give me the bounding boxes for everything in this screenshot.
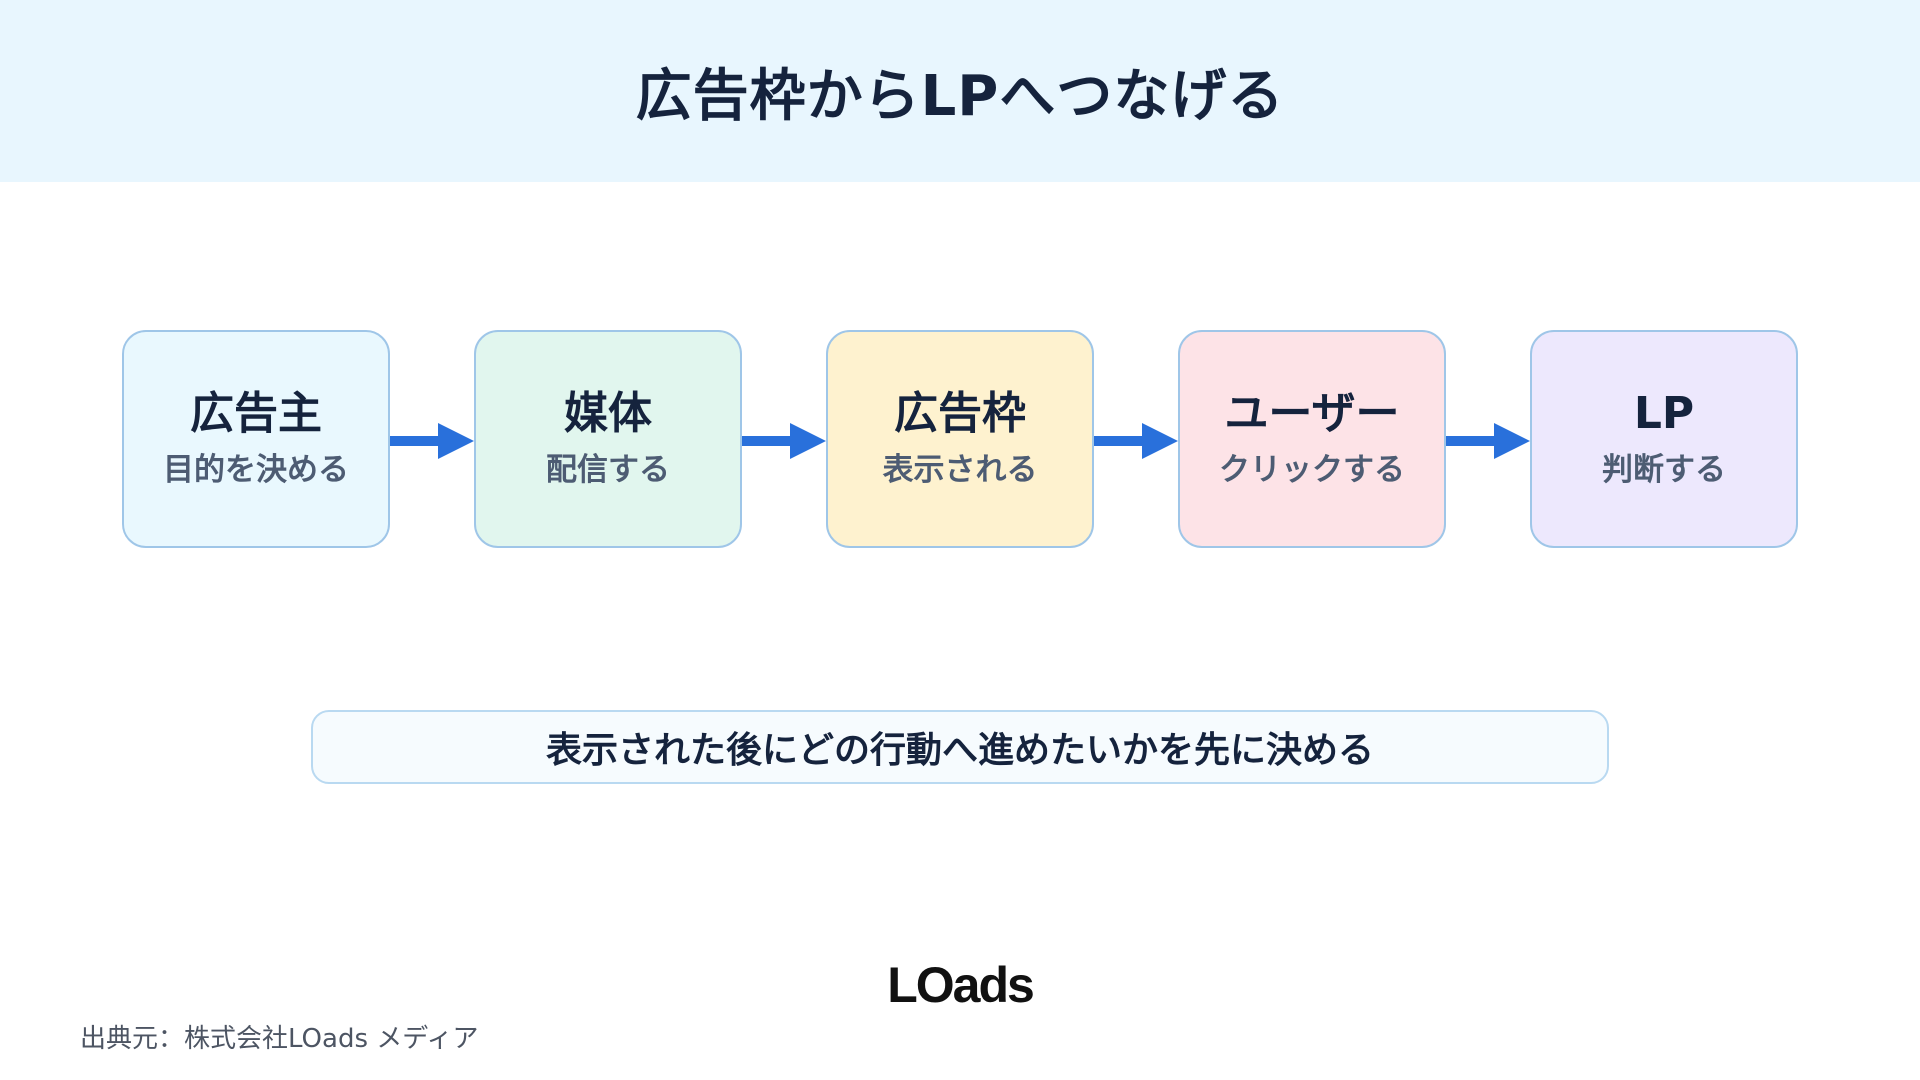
step-subtitle: 表示される [882, 451, 1038, 488]
flow-step-ad-slot: 広告枠 表示される [826, 330, 1094, 548]
key-point-text: 表示された後にどの行動へ進めたいかを先に決める [545, 730, 1374, 771]
arrow-right-icon [1094, 423, 1178, 459]
step-subtitle: クリックする [1219, 451, 1405, 488]
arrow-right-icon [390, 423, 474, 459]
flow-step-media: 媒体 配信する [474, 330, 742, 548]
flow-step-user: ユーザー クリックする [1178, 330, 1446, 548]
step-title: 広告枠 [894, 388, 1026, 440]
logo-text: LOads [887, 957, 1033, 1012]
step-subtitle: 判断する [1602, 451, 1726, 488]
source-credit: 出典元：株式会社LOads メディア [80, 1024, 479, 1054]
loads-logo: LOads [887, 957, 1035, 1012]
key-point-box: 表示された後にどの行動へ進めたいかを先に決める [311, 710, 1609, 784]
step-title: 媒体 [564, 388, 652, 440]
flow-step-advertiser: 広告主 目的を決める [122, 330, 390, 548]
flow-step-lp: LP 判断する [1530, 330, 1798, 548]
step-title: 広告主 [190, 388, 322, 440]
step-subtitle: 目的を決める [163, 451, 349, 488]
page-title: 広告枠からLPへつなげる [635, 63, 1285, 129]
step-title: ユーザー [1224, 388, 1400, 440]
arrow-right-icon [1446, 423, 1530, 459]
header-banner: 広告枠からLPへつなげる [0, 0, 1920, 182]
arrow-right-icon [742, 423, 826, 459]
step-subtitle: 配信する [546, 451, 670, 488]
step-title: LP [1633, 388, 1695, 440]
